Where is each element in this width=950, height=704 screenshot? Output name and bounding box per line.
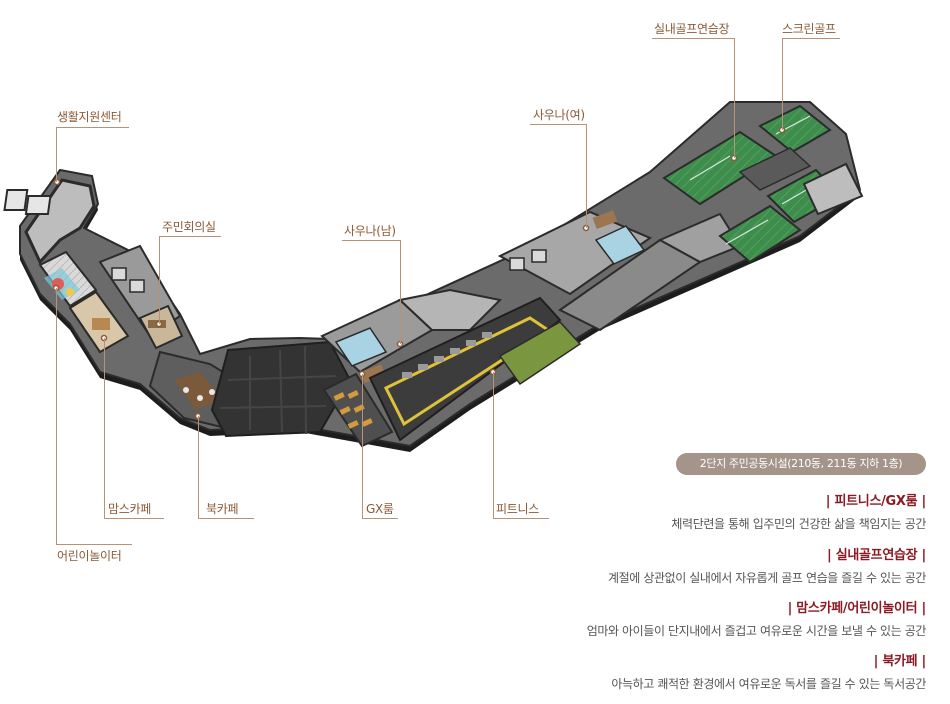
- underline-kids: [56, 544, 132, 545]
- label-screen-golf: 스크린골프: [782, 22, 836, 36]
- sauna-female-zone: [497, 210, 653, 296]
- leader-moms-cafe: [104, 338, 105, 518]
- leader-fitness: [493, 372, 494, 518]
- legend-title: | 피트니스/GX룸 |: [825, 494, 927, 509]
- left-wing: [3, 178, 184, 354]
- central-hall: [210, 340, 352, 438]
- leader-gx: [362, 374, 363, 518]
- leader-residents-meeting: [159, 236, 160, 324]
- gx-room-zone: [322, 372, 394, 448]
- leader-sauna-male: [400, 240, 401, 344]
- label-moms-cafe: 맘스카페: [108, 502, 151, 516]
- leader-living-support: [56, 127, 57, 182]
- underline-residents-meeting: [159, 236, 221, 237]
- leader-screen-golf: [782, 38, 783, 130]
- legend-indoor-golf: | 실내골프연습장 | 계절에 상관없이 실내에서 자유롭게 골프 연습을 즐길…: [608, 544, 926, 586]
- legend-title: | 맘스카페/어린이놀이터 |: [787, 601, 927, 616]
- legend-fitness-gx: | 피트니스/GX룸 | 체력단련을 통해 입주민의 건강한 삶을 책임지는 공…: [671, 490, 926, 532]
- underline-indoor-golf: [652, 38, 734, 39]
- golf-zone: [662, 104, 864, 264]
- underline-gx: [362, 518, 398, 519]
- leader-kids: [56, 288, 57, 544]
- facility-badge: 2단지 주민공동시설(210동, 211동 지하 1층): [676, 453, 926, 475]
- legend-moms-kids: | 맘스카페/어린이놀이터 | 엄마와 아이들이 단지내에서 즐겁고 여유로운 …: [586, 597, 927, 639]
- label-book-cafe: 북카페: [206, 502, 239, 516]
- label-living-support: 생활지원센터: [57, 110, 122, 124]
- underline-screen-golf: [782, 38, 840, 39]
- fitness-zone: [368, 296, 582, 442]
- legend-book-cafe: | 북카페 | 아늑하고 쾌적한 환경에서 여유로운 독서를 즐길 수 있는 독…: [611, 650, 926, 692]
- underline-sauna-male: [342, 240, 400, 241]
- label-residents-meeting: 주민회의실: [162, 220, 216, 234]
- legend-desc: 아늑하고 쾌적한 환경에서 여유로운 독서를 즐길 수 있는 독서공간: [611, 677, 926, 691]
- legend-desc: 계절에 상관없이 실내에서 자유롭게 골프 연습을 즐길 수 있는 공간: [607, 571, 926, 585]
- label-sauna-male: 사우나(남): [344, 224, 396, 238]
- legend-title: | 실내골프연습장 |: [827, 548, 926, 563]
- underline-moms-cafe: [104, 518, 164, 519]
- legend-title: | 북카페 |: [873, 654, 927, 669]
- leader-indoor-golf: [734, 38, 735, 158]
- label-fitness: 피트니스: [496, 502, 539, 516]
- label-indoor-golf: 실내골프연습장: [654, 22, 730, 36]
- underline-living-support: [56, 127, 129, 128]
- label-sauna-female: 사우나(여): [533, 108, 585, 122]
- underline-fitness: [493, 518, 549, 519]
- sauna-male-zone: [320, 288, 503, 384]
- leader-book-cafe: [198, 416, 199, 518]
- underline-sauna-female: [530, 124, 586, 125]
- underline-book-cafe: [198, 518, 254, 519]
- legend-desc: 엄마와 아이들이 단지내에서 즐겁고 여유로운 시간을 보낼 수 있는 공간: [586, 624, 927, 638]
- label-gx-room: GX룸: [366, 502, 394, 516]
- label-kids-playroom: 어린이놀이터: [57, 549, 122, 563]
- leader-sauna-female: [586, 124, 587, 228]
- legend-desc: 체력단련을 통해 입주민의 건강한 삶을 책임지는 공간: [671, 517, 926, 531]
